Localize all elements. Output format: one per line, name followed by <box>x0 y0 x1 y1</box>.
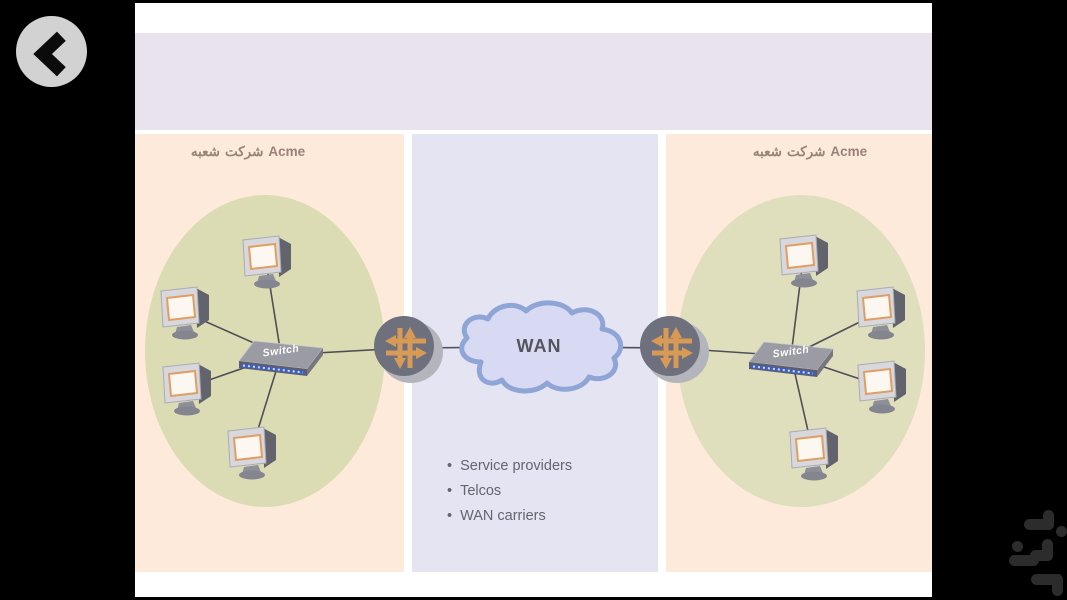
wan-bullet-list: • Service providers • Telcos • WAN carri… <box>447 454 572 529</box>
back-button[interactable] <box>16 16 87 87</box>
logo-bar <box>1030 550 1053 561</box>
router-icon <box>374 316 443 383</box>
branch-title-word: شرکت <box>224 144 264 159</box>
logo-bar <box>1043 510 1054 530</box>
wan-cloud-label: WAN <box>516 336 562 356</box>
branch-title-company: Acme <box>830 144 868 159</box>
bullet-text: Telcos <box>460 483 502 499</box>
wan-cloud <box>459 300 624 394</box>
chevron-left-icon <box>33 31 66 76</box>
logo-bar <box>1052 574 1063 596</box>
right-branch-title: شعبه شرکت Acme <box>725 144 895 160</box>
left-branch-title: شعبه شرکت Acme <box>163 144 333 160</box>
bullet-text: Service providers <box>460 458 573 474</box>
logo-bar <box>1024 519 1054 530</box>
bullet-marker: • <box>447 483 453 499</box>
bullet-item: • Service providers <box>447 454 572 479</box>
bullet-text: WAN carriers <box>460 508 546 524</box>
right-switch-label: Switch <box>772 343 810 360</box>
branch-title-word: شرکت <box>786 144 826 159</box>
branch-title-company: Acme <box>268 144 306 159</box>
bullet-marker: • <box>447 458 453 474</box>
left-switch-label: Switch <box>262 342 300 359</box>
bullet-marker: • <box>447 508 453 524</box>
slide-page: Switch Switch شعبه شرکت Acme شعبه شرکت A… <box>135 3 932 597</box>
bullet-item: • WAN carriers <box>447 504 572 529</box>
logo-dot <box>1056 526 1067 537</box>
branch-title-word: شعبه <box>752 144 782 159</box>
branch-title-word: شعبه <box>190 144 220 159</box>
network-diagram: Switch Switch <box>145 195 925 507</box>
bullet-item: • Telcos <box>447 479 572 504</box>
logo-dot <box>1012 541 1023 552</box>
slide-header-strip <box>135 33 932 130</box>
bazaar-logo-watermark <box>1009 508 1067 598</box>
logo-bar <box>1031 574 1063 585</box>
logo-bar <box>1009 555 1039 566</box>
